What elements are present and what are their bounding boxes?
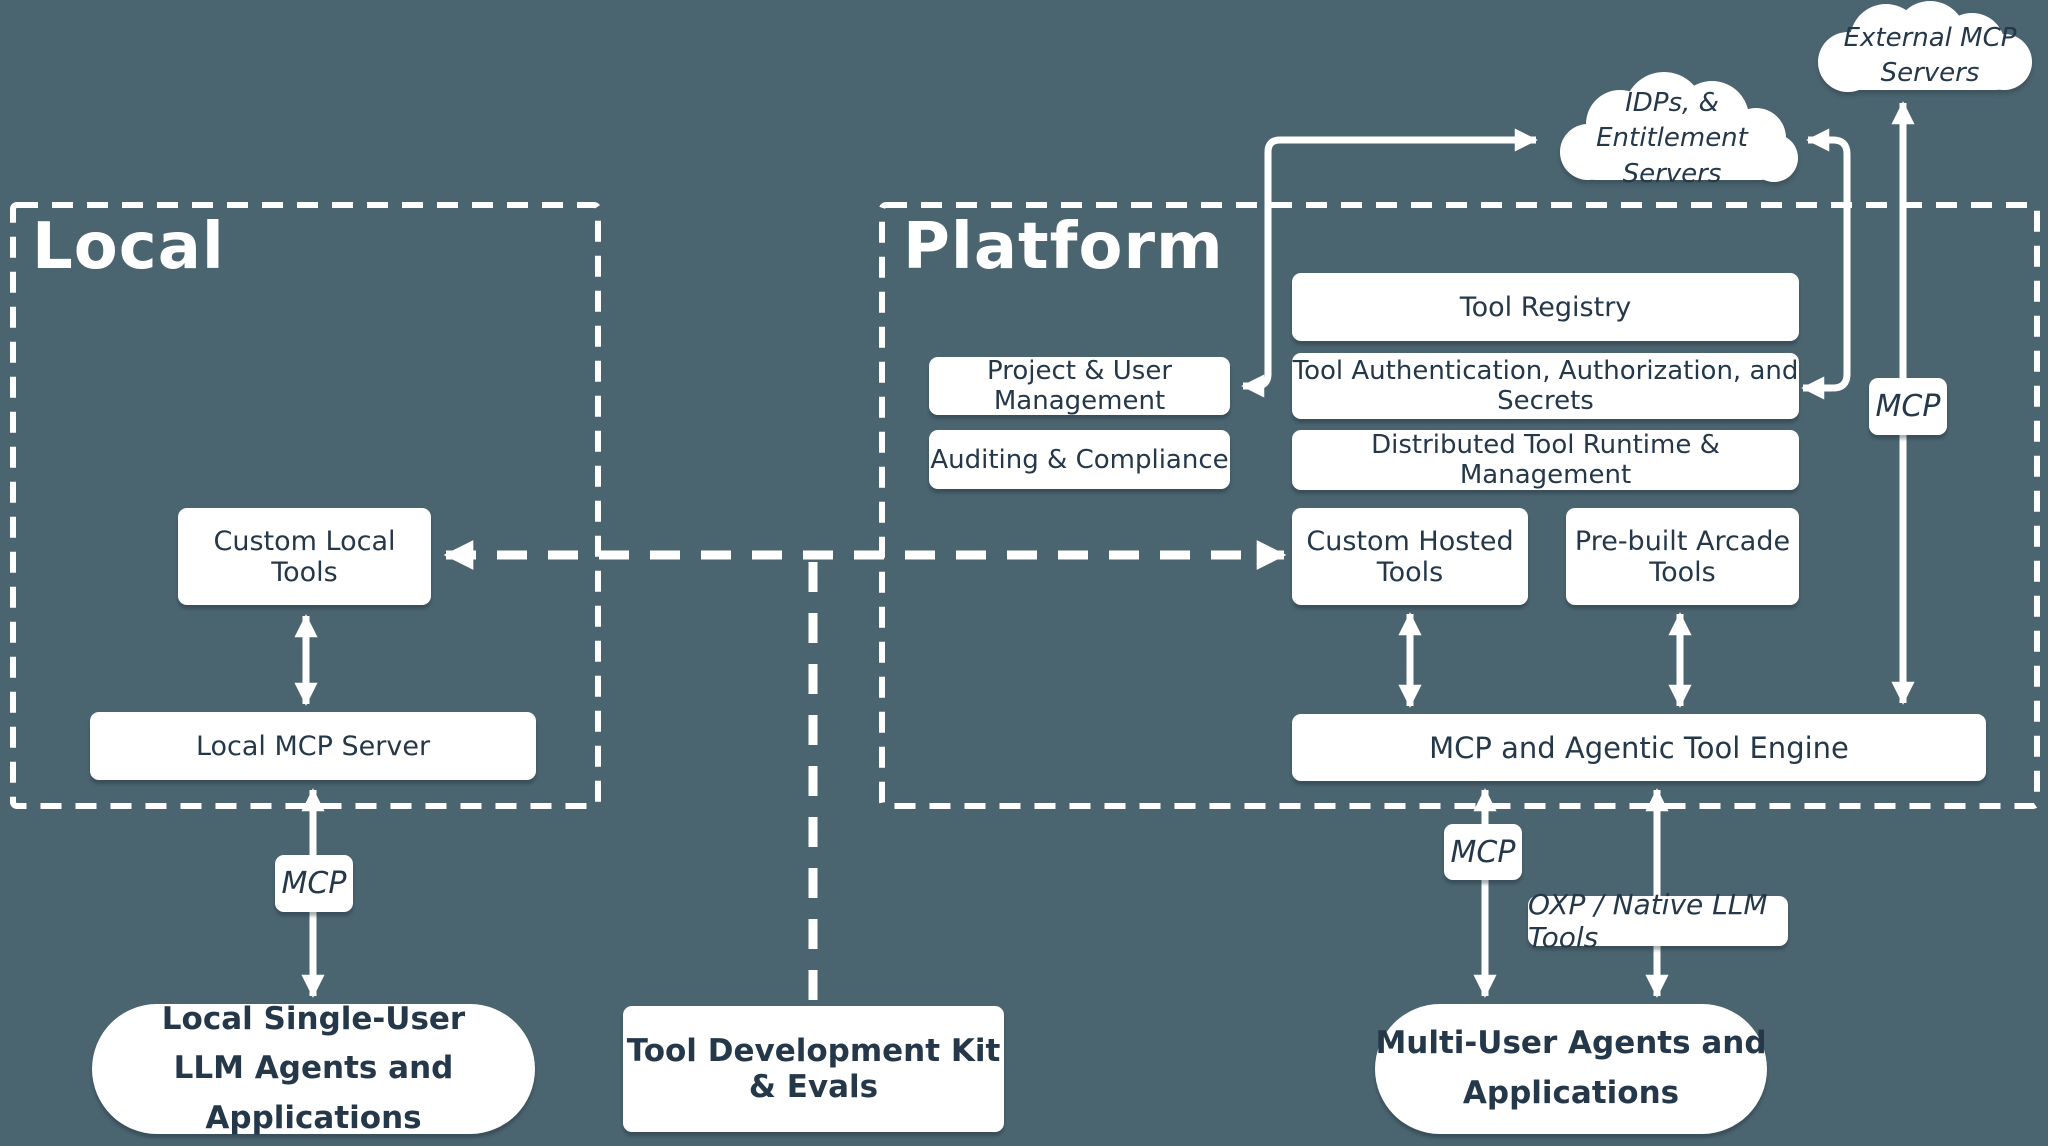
arrow-tool-auth-to-idps-cloud [1801,128,1851,400]
local-agents-line1: Local Single-User [161,1000,466,1037]
custom-hosted-tools-box: Custom Hosted Tools [1292,508,1528,605]
auditing-compliance-box: Auditing & Compliance [929,430,1230,489]
mcp-agentic-engine-box: MCP and Agentic Tool Engine [1292,714,1986,781]
distributed-runtime-box: Distributed Tool Runtime & Management [1292,430,1799,490]
idps-entitlement-cloud-label: IDPs, & Entitlement Servers [1552,88,1792,188]
local-agents-line2: LLM Agents and Applications [173,1050,454,1136]
local-mcp-server-box: Local MCP Server [90,712,536,780]
idps-cloud-line2: Servers [1622,158,1722,189]
cloud-idps-entitlement-servers [1560,72,1798,182]
multi-user-agents-pill: Multi-User Agents and Applications [1375,1004,1767,1134]
platform-section-title: Platform [903,210,1224,284]
multi-user-line2: Applications [1462,1075,1680,1111]
multi-user-line1: Multi-User Agents and [1375,1025,1767,1062]
mcp-protocol-label-external: MCP [1869,378,1947,435]
tool-development-kit-box: Tool Development Kit & Evals [623,1006,1004,1132]
custom-local-tools-box: Custom Local Tools [178,508,431,605]
cloud-external-mcp-servers [1818,1,2032,92]
project-user-management-box: Project & User Management [929,356,1230,416]
mcp-protocol-label-multiuser: MCP [1444,824,1522,880]
local-section-title: Local [32,210,225,284]
tool-registry-box: Tool Registry [1292,273,1799,341]
tool-authentication-box: Tool Authentication, Authorization, and … [1292,353,1799,419]
prebuilt-arcade-tools-box: Pre-built Arcade Tools [1566,508,1799,605]
external-mcp-servers-cloud-label: External MCP Servers [1843,22,2017,88]
idps-cloud-line1: IDPs, & Entitlement [1596,88,1748,154]
mcp-protocol-label-local: MCP [275,855,353,912]
local-agents-pill: Local Single-User LLM Agents and Applica… [92,1001,535,1136]
oxp-native-llm-tools-label: OXP / Native LLM Tools [1528,888,1788,954]
arrow-project-mgmt-to-idps-cloud [1241,128,1538,398]
